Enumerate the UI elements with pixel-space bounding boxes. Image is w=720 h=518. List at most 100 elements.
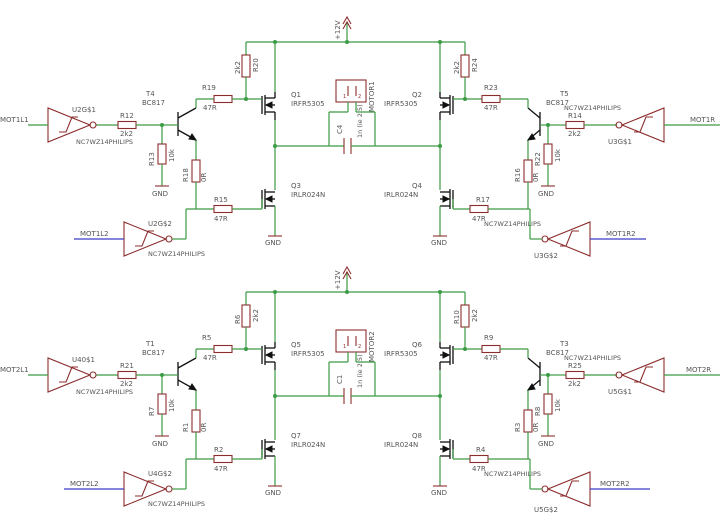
svg-text:U40$1: U40$1 — [72, 356, 95, 364]
svg-text:47R: 47R — [472, 215, 486, 223]
svg-text:MOT2L1: MOT2L1 — [0, 366, 29, 374]
svg-text:IRFR5305: IRFR5305 — [291, 350, 325, 358]
svg-text:T1: T1 — [145, 340, 155, 348]
svg-text:GND: GND — [152, 440, 168, 448]
svg-text:1n (ie 2.5): 1n (ie 2.5) — [356, 104, 364, 138]
svg-text:T4: T4 — [145, 90, 155, 98]
svg-text:R12: R12 — [120, 112, 134, 120]
svg-text:R17: R17 — [476, 196, 490, 204]
svg-text:Q1: Q1 — [291, 91, 301, 99]
svg-text:0R: 0R — [532, 173, 540, 182]
svg-text:1: 1 — [343, 94, 346, 100]
resistor-rtop-right — [460, 54, 470, 78]
svg-text:C1: C1 — [336, 375, 344, 384]
svg-text:2: 2 — [358, 94, 361, 100]
svg-text:U3G$1: U3G$1 — [608, 138, 632, 146]
svg-text:MOT1R: MOT1R — [690, 116, 715, 124]
buffer-u2g1 — [28, 107, 97, 143]
resistor-rtop-left — [241, 54, 251, 78]
svg-text:MOT2R2: MOT2R2 — [600, 480, 630, 488]
svg-text:R2: R2 — [214, 446, 223, 454]
svg-text:47R: 47R — [484, 104, 498, 112]
svg-text:2k2: 2k2 — [453, 61, 461, 74]
svg-text:2k2: 2k2 — [568, 130, 581, 138]
svg-text:47R: 47R — [214, 465, 228, 473]
svg-text:47R: 47R — [472, 465, 486, 473]
svg-text:U4G$2: U4G$2 — [148, 470, 172, 478]
svg-text:10k: 10k — [554, 148, 562, 162]
svg-text:IRLR024N: IRLR024N — [384, 441, 418, 449]
resistor-r22 — [543, 143, 553, 165]
svg-text:NC7WZ14PHILIPS: NC7WZ14PHILIPS — [564, 104, 621, 112]
svg-text:NC7WZ14PHILIPS: NC7WZ14PHILIPS — [76, 138, 133, 146]
svg-text:IRFR5305: IRFR5305 — [384, 100, 418, 108]
svg-text:U2G$1: U2G$1 — [72, 106, 96, 114]
svg-text:R5: R5 — [202, 334, 211, 342]
buffer-u3g1 — [615, 107, 720, 143]
svg-text:BC817: BC817 — [546, 349, 569, 357]
svg-text:R14: R14 — [568, 112, 582, 120]
mosfet-q2 — [439, 42, 454, 190]
mosfet-q4: GND — [431, 189, 454, 247]
svg-text:NC7WZ14PHILIPS: NC7WZ14PHILIPS — [484, 470, 541, 478]
svg-text:GND: GND — [538, 440, 554, 448]
transistor-t1 — [162, 349, 198, 410]
svg-text:R22: R22 — [534, 152, 542, 166]
svg-text:NC7WZ14PHILIPS: NC7WZ14PHILIPS — [76, 388, 133, 396]
svg-text:R8: R8 — [534, 407, 542, 416]
resistor-r16 — [523, 159, 533, 183]
svg-text:Q5: Q5 — [291, 341, 301, 349]
svg-text:NC7WZ14PHILIPS: NC7WZ14PHILIPS — [564, 354, 621, 362]
svg-text:MOT2R: MOT2R — [686, 366, 711, 374]
svg-text:Q2: Q2 — [412, 91, 422, 99]
hbridge-2: +12V R6 2k2 R10 2k2 Q5 IRFR5305 R5 47R — [0, 265, 720, 514]
svg-text:2k2: 2k2 — [120, 380, 133, 388]
svg-text:2k2: 2k2 — [120, 130, 133, 138]
resistor-r17 — [469, 204, 489, 214]
buffer-u2g2 — [74, 209, 187, 257]
mosfet-q3: GND — [261, 189, 282, 247]
buffer-u4g1 — [28, 357, 97, 393]
svg-text:R4: R4 — [476, 446, 486, 454]
svg-text:BC817: BC817 — [142, 349, 165, 357]
svg-text:R19: R19 — [202, 84, 216, 92]
svg-text:U5G$2: U5G$2 — [534, 506, 558, 514]
motor-connector-2: 1 2 MOTOR2 — [335, 329, 376, 362]
svg-text:R24: R24 — [471, 58, 479, 72]
transistor-t5 — [526, 99, 556, 160]
svg-text:R25: R25 — [568, 362, 582, 370]
svg-text:1n (ie 2.5): 1n (ie 2.5) — [356, 354, 364, 388]
svg-text:Q4: Q4 — [412, 182, 423, 190]
svg-text:U5G$1: U5G$1 — [608, 388, 632, 396]
svg-text:IRFR5305: IRFR5305 — [384, 350, 418, 358]
svg-text:47R: 47R — [214, 215, 228, 223]
supply-symbol: +12V — [334, 15, 352, 42]
svg-text:R1: R1 — [182, 423, 190, 432]
mosfet-q7: GND — [261, 439, 282, 497]
svg-text:GND: GND — [538, 190, 554, 198]
svg-text:47R: 47R — [203, 354, 217, 362]
svg-text:IRFR5305: IRFR5305 — [291, 100, 325, 108]
svg-text:R7: R7 — [148, 407, 156, 416]
buffer-u5g2 — [529, 459, 650, 507]
svg-text:2k2: 2k2 — [568, 380, 581, 388]
mosfet-q5 — [261, 292, 276, 440]
svg-text:GND: GND — [431, 239, 447, 247]
svg-text:T3: T3 — [559, 340, 569, 348]
svg-text:Q7: Q7 — [291, 432, 301, 440]
supply-label: +12V — [334, 20, 342, 40]
svg-text:MOT2L2: MOT2L2 — [70, 480, 99, 488]
svg-text:0R: 0R — [532, 423, 540, 432]
svg-text:1: 1 — [343, 344, 346, 350]
motor-connector-1: 1 2 MOTOR1 — [335, 79, 376, 112]
svg-text:GND: GND — [265, 239, 281, 247]
svg-text:47R: 47R — [203, 104, 217, 112]
svg-text:U3G$2: U3G$2 — [534, 252, 558, 260]
svg-text:R15: R15 — [214, 196, 228, 204]
resistor-r15 — [213, 204, 233, 214]
svg-text:NC7WZ14PHILIPS: NC7WZ14PHILIPS — [148, 250, 205, 258]
buffer-u4g2 — [64, 459, 187, 507]
svg-text:R6: R6 — [234, 314, 242, 324]
svg-text:MOT1L2: MOT1L2 — [80, 230, 109, 238]
